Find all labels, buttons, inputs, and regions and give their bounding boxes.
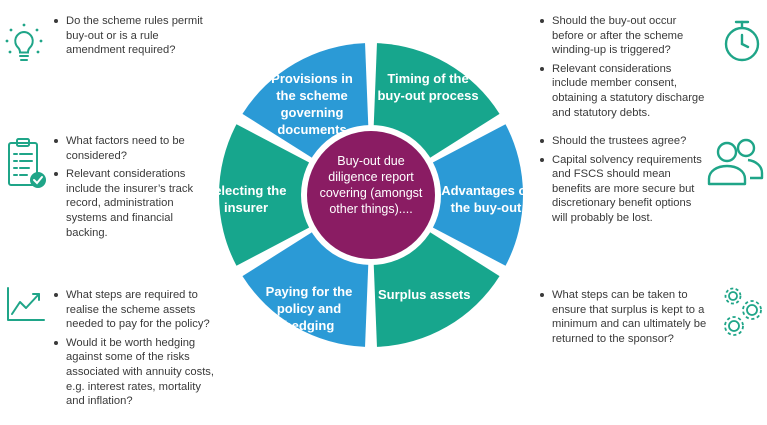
note-top-right: Should the buy-out occur before or after… [540,14,706,124]
line-chart-icon [7,287,45,321]
lightbulb-icon [5,23,43,61]
segment-label-provisions: Provisions in the scheme governing docum… [271,71,353,137]
note-item: Would it be worth hedging against some o… [54,336,214,409]
note-mid-right: Should the trustees agree? Capital solve… [540,134,706,230]
segment-label-paying: Paying for the policy and hedging [265,284,353,333]
segment-advantages [371,124,524,266]
note-item: Should the buy-out occur before or after… [540,14,706,58]
note-mid-left: What factors need to be considered? Rele… [54,134,204,244]
two-people-icon [707,138,764,186]
note-item: What steps can be taken to ensure that s… [540,288,708,346]
note-item: Relevant considerations include member c… [540,62,706,120]
segment-label-surplus: Surplus assets [378,287,471,302]
note-item: Relevant considerations include the insu… [54,167,204,240]
note-top-left: Do the scheme rules permit buy-out or is… [54,14,204,62]
note-item: Do the scheme rules permit buy-out or is… [54,14,204,58]
segment-label-selecting: Selecting the insurer [205,183,287,215]
segment-label-timing: Timing of the buy-out process [377,71,479,103]
segment-label-advantages: Advantages of the buy-out [441,183,531,215]
note-item: What steps are required to realise the s… [54,288,214,332]
note-item: Capital solvency requirements and FSCS s… [540,153,706,226]
gears-icon [724,287,762,336]
note-bottom-right: What steps can be taken to ensure that s… [540,288,708,350]
hub-label: Buy-out due diligence report covering (a… [319,154,423,216]
clock-icon [724,20,760,62]
note-bottom-left: What steps are required to realise the s… [54,288,214,413]
note-item: Should the trustees agree? [540,134,706,149]
clipboard-checklist-icon [8,138,46,188]
segment-selecting [218,124,371,266]
note-item: What factors need to be considered? [54,134,204,163]
hub-circle [307,131,435,259]
